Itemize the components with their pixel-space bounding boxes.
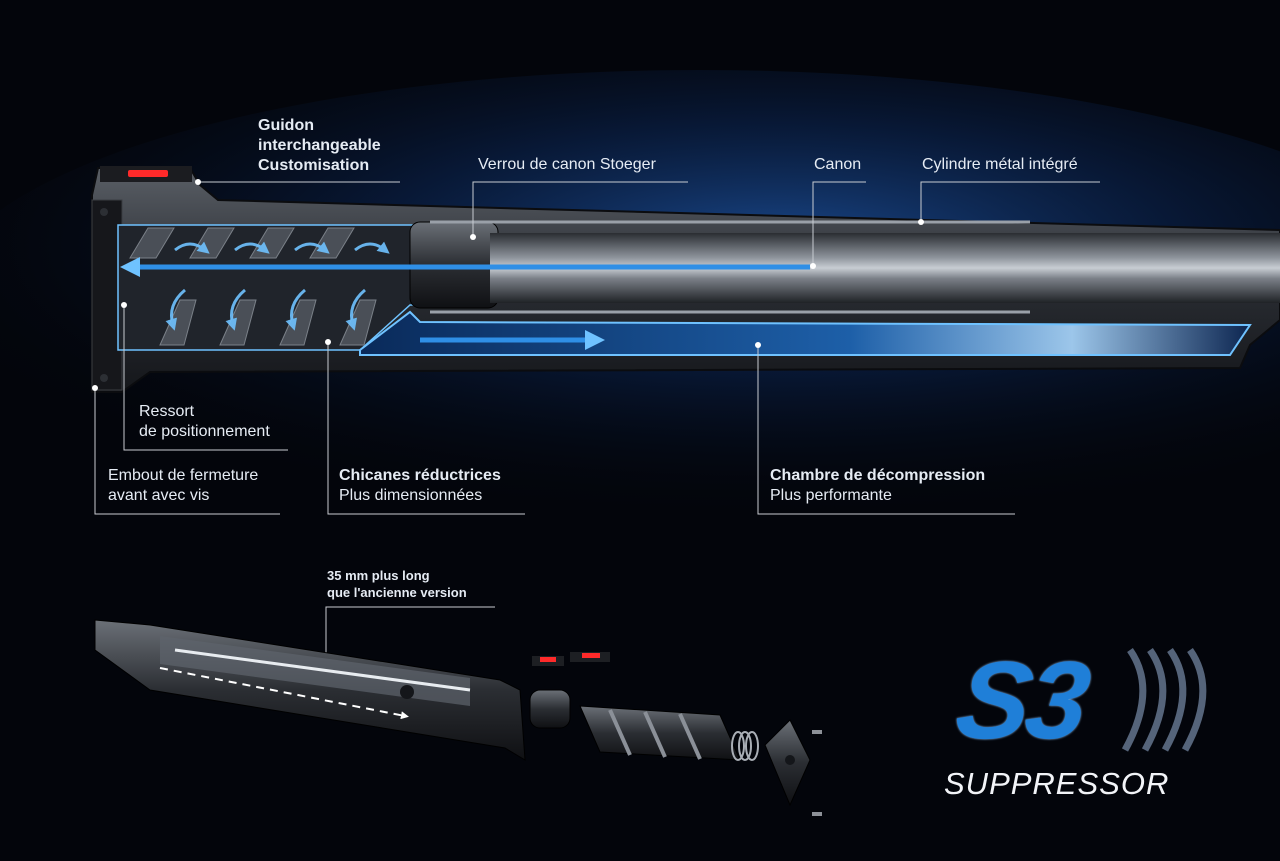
label-chambre: Chambre de décompression Plus performant… — [770, 466, 985, 506]
label-guidon-line2: interchangeable — [258, 137, 381, 154]
label-longueur-line2: que l'ancienne version — [327, 585, 467, 600]
label-ressort-line2: de positionnement — [139, 423, 270, 440]
label-guidon: Guidon interchangeable Customisation — [258, 116, 381, 176]
label-ressort: Ressort de positionnement — [139, 402, 270, 442]
label-canon: Canon — [814, 156, 862, 173]
exploded-view — [94, 619, 822, 816]
label-embout: Embout de fermeture avant avec vis — [108, 466, 258, 506]
label-embout-line2: avant avec vis — [108, 487, 210, 504]
leader-lines — [94, 181, 1100, 668]
label-ressort-line1: Ressort — [139, 403, 195, 420]
logo-swoosh — [880, 647, 1207, 754]
barrel-cutaway — [91, 166, 1280, 393]
label-guidon-line3: Customisation — [258, 157, 370, 174]
label-chicanes-line1: Chicanes réductrices — [339, 467, 501, 484]
label-longueur-line1: 35 mm plus long — [327, 568, 430, 583]
decompression-chamber — [359, 310, 1252, 356]
logo-suppressor: SUPPRESSOR — [944, 766, 1170, 801]
leader-dots — [92, 179, 924, 671]
label-embout-line1: Embout de fermeture — [108, 467, 259, 484]
label-chambre-line2: Plus performante — [770, 487, 892, 504]
label-verrou: Verrou de canon Stoeger — [478, 156, 656, 173]
label-guidon-line1: Guidon — [258, 117, 314, 134]
logo-s3: S3 — [949, 639, 1094, 762]
label-chambre-line1: Chambre de décompression — [770, 467, 986, 484]
label-chicanes-line2: Plus dimensionnées — [339, 487, 483, 504]
label-chicanes: Chicanes réductrices Plus dimensionnées — [339, 466, 501, 506]
label-longueur: 35 mm plus long que l'ancienne version — [327, 567, 467, 601]
label-cylindre: Cylindre métal intégré — [922, 156, 1078, 173]
